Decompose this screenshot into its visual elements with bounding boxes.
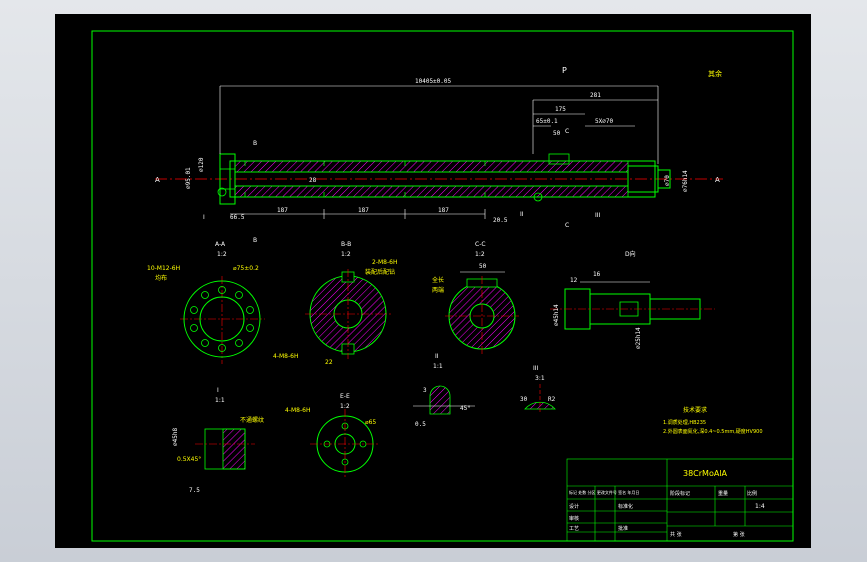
d-dim-16: 16 xyxy=(593,271,601,278)
detail-iii-title: III xyxy=(533,365,539,372)
dim-5x70: 5X⌀70 xyxy=(595,118,613,125)
label-c-top: C xyxy=(565,128,569,135)
title-scale-value: 1:4 xyxy=(755,503,765,510)
title-approve: 批准 xyxy=(618,525,628,532)
detail-iii-a: 30 xyxy=(520,396,528,403)
label-c-bot: C xyxy=(565,222,569,229)
cc-note2: 两端 xyxy=(432,286,444,294)
label-p: P xyxy=(562,66,567,75)
title-checker: 审核 xyxy=(569,515,579,522)
detail-iii-b: R2 xyxy=(548,396,556,403)
title-sheet-total: 共 张 xyxy=(670,531,682,538)
drawing-canvas: 10405±0.05 281 175 65±0.1 50 5X⌀70 187 1… xyxy=(91,30,794,542)
dim-187-a: 187 xyxy=(277,207,288,214)
notes-title: 技术要求 xyxy=(683,406,707,414)
title-weight-label: 重量 xyxy=(718,490,728,497)
detail-ii-b: 0.5 xyxy=(415,421,426,428)
section-ee-title: E-E xyxy=(340,393,350,400)
dim-left-dia2: ⌀120 xyxy=(198,157,205,172)
aa-holes-sub: 均布 xyxy=(155,274,167,282)
dim-65: 65±0.1 xyxy=(536,118,558,125)
bb-dim: 22 xyxy=(325,359,333,366)
main-shaft-view xyxy=(155,153,723,205)
cc-dim: 50 xyxy=(479,263,487,270)
roughness-note: 其余 xyxy=(708,69,722,78)
section-bb-title: B-B xyxy=(341,241,351,248)
title-block xyxy=(566,458,794,542)
dim-28: 28 xyxy=(309,177,317,184)
title-std: 标准化 xyxy=(618,503,633,510)
dim-281: 281 xyxy=(590,92,601,99)
dim-20-5: 20.5 xyxy=(493,217,508,224)
section-c-c xyxy=(445,271,519,356)
section-aa-title: A-A xyxy=(215,241,226,248)
dim-187-b: 187 xyxy=(358,207,369,214)
cc-note: 全长 xyxy=(432,276,444,284)
title-designer: 设计 xyxy=(569,503,579,510)
dim-175: 175 xyxy=(555,106,566,113)
title-process: 工艺 xyxy=(569,526,579,532)
title-revision-header: 标记 处数 分区 更改文件号 签名 年月日 xyxy=(569,489,639,495)
dim-66-5: 66.5 xyxy=(230,214,245,221)
label-b-bot: B xyxy=(253,237,257,244)
detail-iii-scale: 3:1 xyxy=(535,375,545,382)
title-material: 38CrMoAlA xyxy=(683,469,728,478)
detail-i-dim: 7.5 xyxy=(189,487,200,494)
ee-dia: ⌀65 xyxy=(365,419,376,426)
dim-overall-length: 10405±0.05 xyxy=(415,78,452,85)
section-aa-scale: 1:2 xyxy=(217,251,227,258)
d-dim-12: 12 xyxy=(570,277,578,284)
aa-dia: ⌀75±0.2 xyxy=(233,265,259,272)
section-ee-scale: 1:2 xyxy=(340,403,350,410)
detail-ii-a: 3 xyxy=(423,387,427,394)
dim-right-dia: ⌀70 xyxy=(664,175,671,186)
label-a-left: A xyxy=(155,176,160,184)
section-a-a xyxy=(180,276,265,364)
notes-line-1: 1.调质处理,HB235 xyxy=(663,419,706,426)
notes-line-2: 2.外圆表面氮化,深0.4~0.5mm,硬度HV900 xyxy=(663,428,763,435)
sheet-border xyxy=(91,30,794,542)
dim-50: 50 xyxy=(553,130,561,137)
detail-i xyxy=(195,428,255,470)
ee-holes-note: 4-M8-6H xyxy=(285,407,310,414)
label-ii: II xyxy=(520,211,524,218)
label-iii: III xyxy=(595,212,601,219)
view-d xyxy=(550,281,715,330)
label-b-top: B xyxy=(253,140,257,147)
bb-holes-note: 2-M8-6H xyxy=(372,259,397,266)
detail-i-chamfer: 0.5X45° xyxy=(177,456,201,463)
detail-i-dia: ⌀45h8 xyxy=(172,428,179,446)
bb-holes2-note: 4-M8-6H xyxy=(273,353,298,360)
detail-i-title: I xyxy=(217,387,219,394)
d-dia-2: ⌀25h14 xyxy=(635,327,642,349)
detail-i-note: 不通螺纹 xyxy=(240,416,264,424)
section-e-e xyxy=(310,409,380,479)
detail-ii-c: 45° xyxy=(460,405,471,412)
aa-holes-note: 10-M12-6H xyxy=(147,265,180,272)
label-i: I xyxy=(203,214,205,221)
detail-i-scale: 1:1 xyxy=(215,397,225,404)
view-d-title: D向 xyxy=(625,250,636,258)
section-cc-title: C-C xyxy=(475,241,486,248)
section-bb-scale: 1:2 xyxy=(341,251,351,258)
section-cc-scale: 1:2 xyxy=(475,251,485,258)
dim-left-dia: ⌀95.01 xyxy=(185,167,192,189)
detail-ii-title: II xyxy=(435,353,439,360)
dim-187-c: 187 xyxy=(438,207,449,214)
drawing-sheet: 10405±0.05 281 175 65±0.1 50 5X⌀70 187 1… xyxy=(55,14,811,548)
label-a-right: A xyxy=(715,176,720,184)
d-dia-1: ⌀45h14 xyxy=(553,304,560,326)
dim-right-dia2: ⌀76h14 xyxy=(682,170,689,192)
title-stage-label: 阶段标记 xyxy=(670,490,690,497)
section-b-b xyxy=(305,269,391,359)
technical-notes: 技术要求 1.调质处理,HB235 2.外圆表面氮化,深0.4~0.5mm,硬度… xyxy=(663,406,763,435)
bb-assembly-note: 装配后配钻 xyxy=(365,268,395,276)
title-sheet-no: 第 张 xyxy=(733,531,745,538)
main-dimensions xyxy=(219,85,659,219)
detail-ii xyxy=(413,385,475,415)
detail-iii xyxy=(524,384,556,414)
detail-ii-scale: 1:1 xyxy=(433,363,443,370)
title-scale-label: 比例 xyxy=(747,490,757,497)
